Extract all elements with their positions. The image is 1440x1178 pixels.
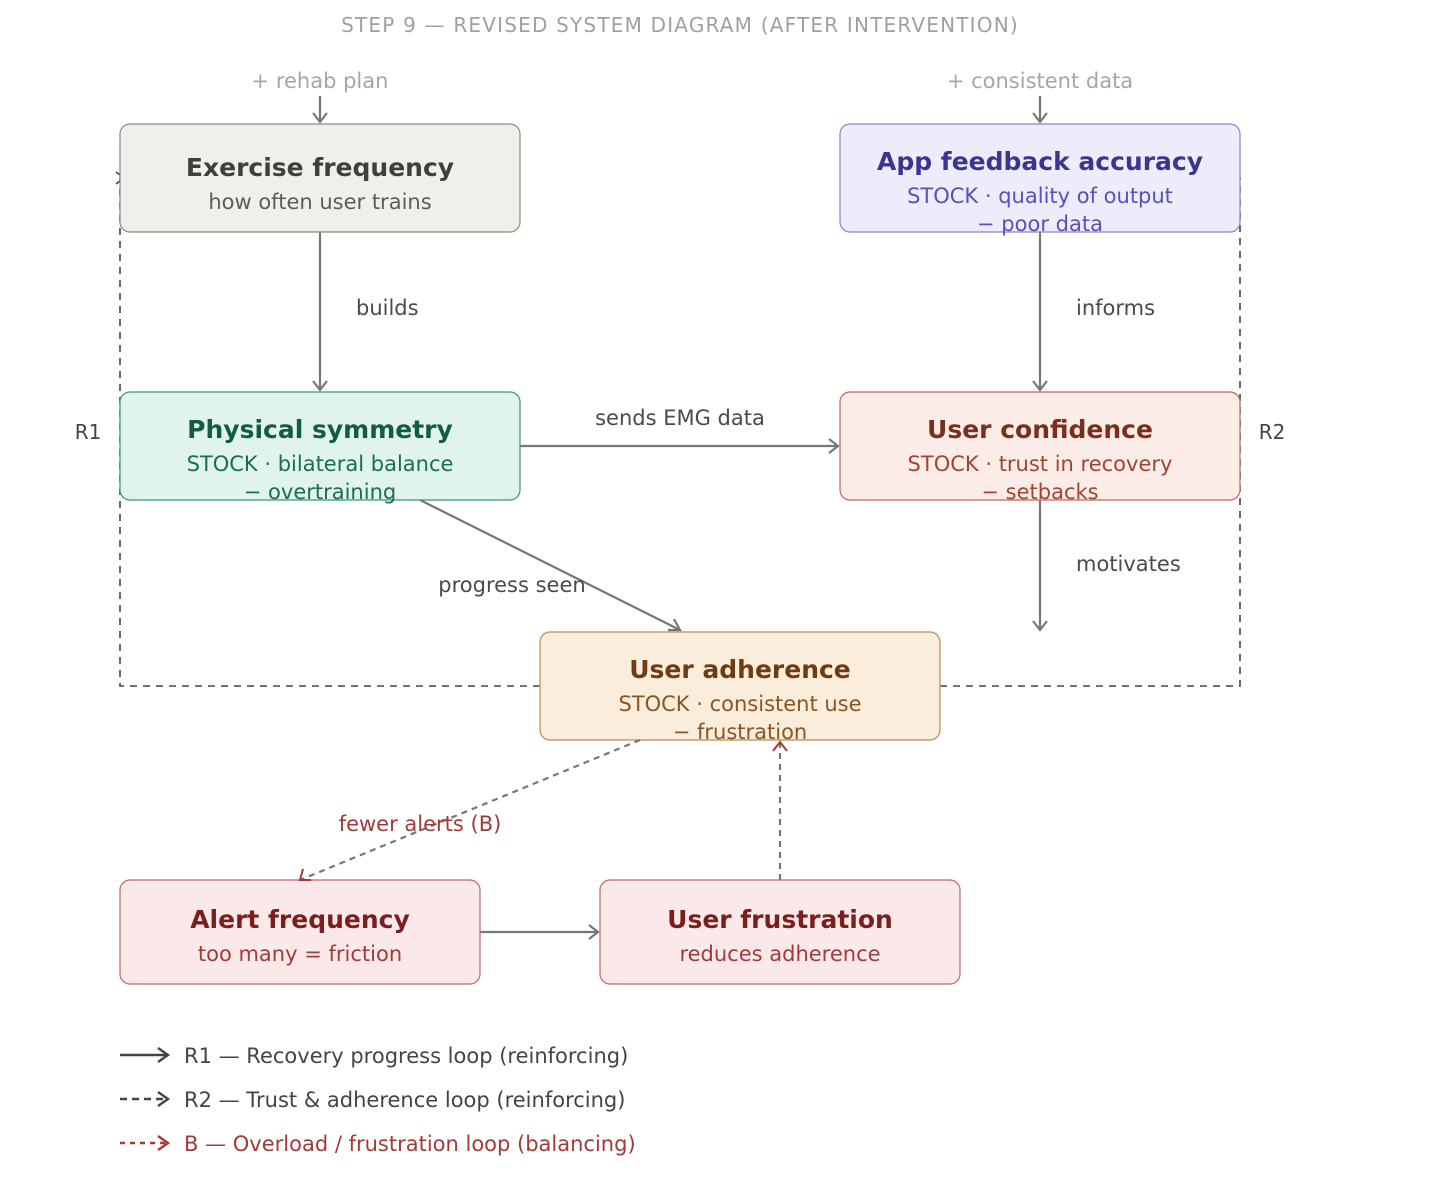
node-exercise-frequency: Exercise frequency how often user trains [119,123,521,233]
edge-label-motivates: motivates [1076,552,1181,576]
input-rehab-plan: + rehab plan [252,69,389,93]
node-physical-sub: STOCK · bilateral balance [187,452,454,476]
node-exercise-sub: how often user trains [208,190,431,214]
node-frustration-sub: reduces adherence [679,942,880,966]
node-physical-title: Physical symmetry [187,415,453,444]
node-confidence-title: User confidence [927,415,1153,444]
arrow-fewer-alerts [299,738,641,882]
node-adherence-box [539,631,941,741]
edge-label-informs: informs [1076,296,1155,320]
node-adherence-title: User adherence [629,655,851,684]
node-app-feedback-accuracy: App feedback accuracy STOCK · quality of… [839,123,1241,236]
legend: R1 — Recovery progress loop (reinforcing… [120,1044,636,1156]
node-alert-title: Alert frequency [190,905,410,934]
node-app-sub: STOCK · quality of output [907,184,1173,208]
node-exercise-box [119,123,521,233]
node-user-frustration: User frustration reduces adherence [599,879,961,985]
node-physical-symmetry: Physical symmetry STOCK · bilateral bala… [119,391,521,504]
edge-label-progress-seen: progress seen [438,573,585,597]
arrowhead-frustration-to-adherence [772,740,788,752]
arrowhead-alert-to-frustration [588,924,600,940]
node-confidence-sub2: − setbacks [981,480,1098,504]
input-consistent-data: + consistent data [947,69,1133,93]
node-app-sub2: − poor data [977,212,1103,236]
node-exercise-title: Exercise frequency [186,153,454,182]
node-confidence-sub: STOCK · trust in recovery [908,452,1173,476]
loop-r1-path [119,177,540,687]
arrowhead-rehab-plan [312,112,328,124]
node-confidence-box [839,391,1241,501]
arrowhead-sends-emg [828,438,840,454]
node-frustration-title: User frustration [667,905,893,934]
node-alert-sub: too many = friction [198,942,402,966]
legend-arrowhead-r2 [157,1091,171,1107]
node-user-adherence: User adherence STOCK · consistent use − … [539,631,941,744]
node-alert-frequency: Alert frequency too many = friction [119,879,481,985]
loop-r2-path [940,178,1241,687]
arrow-progress-seen [419,499,681,631]
edge-label-fewer-alerts: fewer alerts (B) [339,812,502,836]
legend-arrowhead-b [157,1135,171,1151]
arrowhead-progress-seen [668,618,682,632]
node-user-confidence: User confidence STOCK · trust in recover… [839,391,1241,504]
legend-label-r2: R2 — Trust & adherence loop (reinforcing… [184,1088,625,1112]
arrowhead-consistent-data [1032,112,1048,124]
loop-label-r2: R2 [1259,420,1286,444]
legend-label-r1: R1 — Recovery progress loop (reinforcing… [184,1044,628,1068]
node-physical-sub2: − overtraining [244,480,396,504]
legend-label-b: B — Overload / frustration loop (balanci… [184,1132,636,1156]
legend-arrowhead-r1 [157,1047,171,1063]
edge-label-builds: builds [356,296,419,320]
arrowhead-informs [1032,380,1048,392]
arrowhead-fewer-alerts [298,868,311,881]
edge-label-sends-emg: sends EMG data [595,406,765,430]
arrowhead-motivates [1032,620,1048,632]
diagram-title: STEP 9 — REVISED SYSTEM DIAGRAM (AFTER I… [341,13,1019,37]
node-adherence-sub: STOCK · consistent use [618,692,861,716]
arrowhead-builds [312,380,328,392]
node-physical-box [119,391,521,501]
loop-label-r1: R1 [75,420,102,444]
node-adherence-sub2: − frustration [673,720,808,744]
node-app-box [839,123,1241,233]
node-app-title: App feedback accuracy [877,147,1203,176]
